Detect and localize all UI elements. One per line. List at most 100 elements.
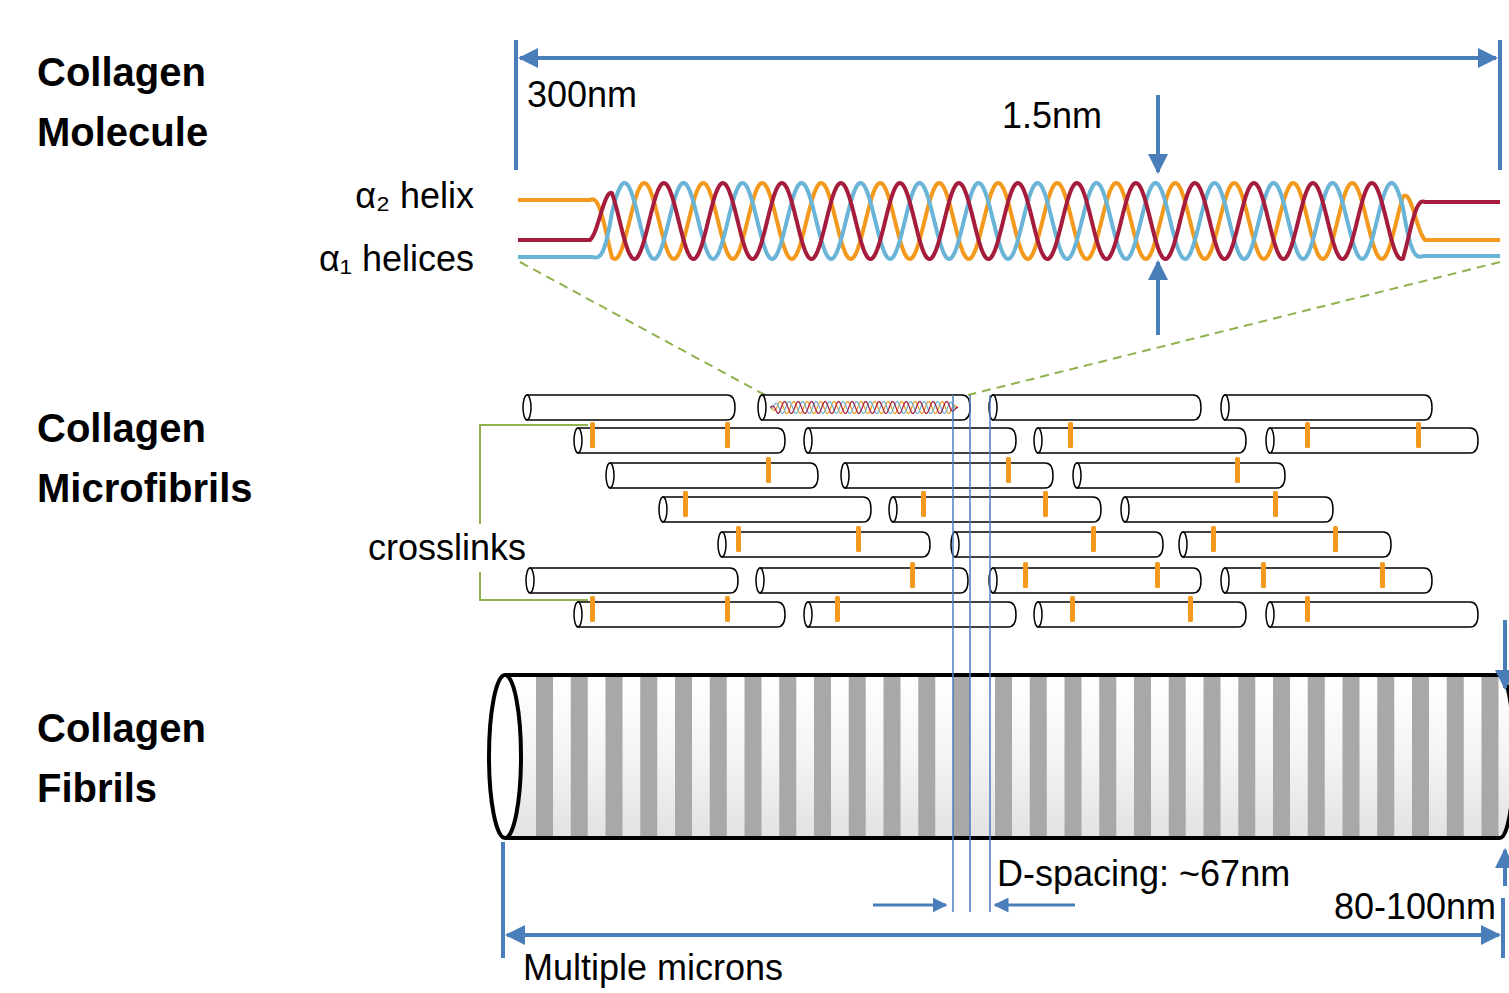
cylinder-end [1073, 463, 1081, 488]
crosslink-mark [1006, 457, 1011, 483]
cylinder-end [526, 568, 534, 593]
fibril-outline [1500, 675, 1509, 838]
crosslink-mark [1155, 562, 1160, 588]
fibril-band [571, 677, 588, 836]
fibril-band [1273, 677, 1290, 836]
dimension-label: Multiple microns [523, 949, 783, 987]
cylinder-end [758, 395, 766, 420]
cylinder-end [841, 463, 849, 488]
dimension-arrow [1156, 95, 1160, 172]
fibril-body [505, 675, 1509, 838]
crosslink-mark [683, 491, 688, 517]
molecule-cylinder [578, 428, 785, 453]
dimension-tick [514, 40, 518, 170]
fibril-band [640, 677, 657, 836]
molecule-cylinder [610, 463, 818, 488]
fibril-band [995, 677, 1012, 836]
row-heading: Collagen Molecule [37, 42, 277, 162]
fibril-band [710, 677, 727, 836]
crosslink-mark [910, 562, 915, 588]
zoom-line [968, 262, 1500, 395]
molecule-cylinder [760, 568, 968, 593]
cylinder-end [804, 428, 812, 453]
fibril-end [489, 675, 521, 838]
molecule-cylinder [1077, 463, 1285, 488]
molecule-cylinder [527, 395, 735, 420]
fibril-band [1065, 677, 1082, 836]
part-label: α₁ helices [319, 240, 474, 278]
crosslink-mark [1023, 562, 1028, 588]
dimension-arrow [995, 904, 1075, 907]
fibril-band [1030, 677, 1047, 836]
crosslink-mark [1068, 422, 1073, 448]
molecule-cylinder [530, 568, 738, 593]
crosslink-mark [736, 526, 741, 552]
crosslink-mark [1235, 457, 1240, 483]
mini-helix-strand [770, 402, 958, 414]
crosslink-mark [1070, 596, 1075, 622]
cylinder-end [804, 602, 812, 627]
cylinder-end [659, 497, 667, 522]
mini-helix-strand [770, 402, 958, 414]
row-heading: Collagen Fibrils [37, 698, 277, 818]
fibril-band [1134, 677, 1151, 836]
molecule-cylinder [1038, 602, 1246, 627]
fibril-band [1343, 677, 1360, 836]
fibril-outline [505, 673, 1500, 677]
fibril-band [1482, 677, 1499, 836]
guide-line [952, 395, 954, 912]
fibril-band [1169, 677, 1186, 836]
cylinder-end [574, 428, 582, 453]
dimension-line [520, 56, 1496, 60]
dimension-arrow [873, 904, 946, 907]
leader-bracket [480, 572, 588, 600]
guide-line [969, 395, 971, 912]
cylinder-end [523, 395, 531, 420]
cylinder-end [1266, 428, 1274, 453]
molecule-cylinder [845, 463, 1053, 488]
crosslink-mark [725, 422, 730, 448]
fibril-band [745, 677, 762, 836]
crosslink-mark [1188, 596, 1193, 622]
molecule-cylinder [722, 532, 930, 557]
fibril-band [849, 677, 866, 836]
crosslink-mark [1091, 526, 1096, 552]
fibril-band [1099, 677, 1116, 836]
cylinder-end [1121, 497, 1129, 522]
guide-line [989, 395, 991, 912]
leader-bracket [480, 425, 588, 524]
cylinder-end [718, 532, 726, 557]
alpha-helix-strand [518, 183, 1500, 259]
cylinder-end [1266, 602, 1274, 627]
molecule-cylinder [578, 602, 785, 627]
molecule-cylinder [663, 497, 871, 522]
mini-helix-strand [770, 402, 958, 414]
cylinder-end [756, 568, 764, 593]
fibril-band [606, 677, 623, 836]
cylinder-end [574, 602, 582, 627]
fibril-band [884, 677, 901, 836]
crosslink-mark [1043, 491, 1048, 517]
cylinder-end [1034, 602, 1042, 627]
fibril-band [779, 677, 796, 836]
fibril-band [1377, 677, 1394, 836]
molecule-cylinder [808, 428, 1016, 453]
dimension-label: D-spacing: ~67nm [997, 855, 1290, 893]
zoom-line [520, 262, 765, 395]
crosslink-mark [590, 422, 595, 448]
fibril-band [536, 677, 553, 836]
molecule-cylinder [1225, 395, 1432, 420]
fibril-band [1308, 677, 1325, 836]
dimension-tick [1498, 40, 1502, 170]
cylinder-end [1179, 532, 1187, 557]
crosslink-mark [856, 526, 861, 552]
dimension-tick [1501, 898, 1505, 958]
crosslink-mark [1416, 422, 1421, 448]
crosslink-mark [1261, 562, 1266, 588]
dimension-label: 80-100nm [1334, 888, 1496, 926]
crosslink-mark [1211, 526, 1216, 552]
fibril-band [1447, 677, 1464, 836]
cylinder-end [1034, 428, 1042, 453]
crosslink-mark [766, 457, 771, 483]
